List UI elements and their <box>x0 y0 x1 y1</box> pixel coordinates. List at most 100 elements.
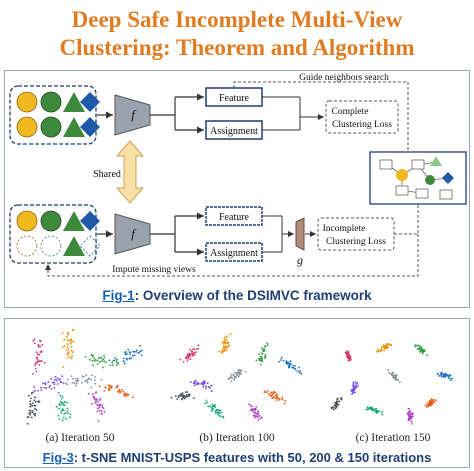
tsne-point <box>424 404 427 406</box>
incomplete-loss-line1: Incomplete <box>323 224 366 234</box>
tsne-point <box>69 356 71 359</box>
graph-node-icon <box>425 175 435 185</box>
tsne-point <box>108 386 111 388</box>
tsne-point <box>65 417 67 420</box>
tsne-point <box>260 416 263 419</box>
tsne-point <box>132 354 134 357</box>
tsne-point <box>86 381 89 384</box>
tsne-point <box>224 336 226 339</box>
tsne-point <box>193 351 195 354</box>
tsne-point <box>249 404 252 407</box>
tsne-point <box>266 344 269 347</box>
tsne-point <box>125 357 128 360</box>
tsne-point <box>34 362 37 365</box>
tsne-point <box>60 397 63 400</box>
tsne-point <box>428 402 431 405</box>
tsne-point <box>221 352 223 354</box>
tsne-point <box>67 343 69 345</box>
tsne-point <box>271 394 273 397</box>
tsne-point <box>34 364 37 367</box>
subcaption-c: (c) Iteration 150 <box>355 432 431 444</box>
tsne-point <box>248 403 250 406</box>
tsne-point <box>289 360 292 363</box>
tsne-point <box>374 410 377 413</box>
tsne-point <box>66 383 68 386</box>
tsne-point <box>230 380 233 383</box>
tsne-point <box>195 348 198 350</box>
tsne-point <box>67 378 69 381</box>
tsne-point <box>50 378 53 380</box>
tsne-point <box>90 378 92 381</box>
tsne-point <box>257 414 260 416</box>
tsne-point <box>35 370 38 373</box>
tsne-point <box>81 375 84 377</box>
tsne-point <box>62 382 65 385</box>
tsne-point <box>76 377 79 380</box>
tsne-point <box>354 381 357 383</box>
tsne-point <box>407 419 410 422</box>
tsne-point <box>262 348 264 351</box>
tsne-point <box>97 420 100 423</box>
tsne-point <box>66 407 69 410</box>
tsne-point <box>189 358 192 361</box>
tsne-point <box>254 407 257 410</box>
tsne-point <box>32 410 34 412</box>
tsne-point <box>227 343 230 345</box>
tsne-point <box>93 360 96 362</box>
tsne-point <box>184 391 187 393</box>
tsne-point <box>255 406 258 408</box>
tsne-point <box>181 392 184 395</box>
tsne-point <box>105 361 107 364</box>
tsne-point <box>182 361 185 363</box>
subcaption-b: (b) Iteration 100 <box>199 432 275 444</box>
tsne-point <box>94 376 96 378</box>
tsne-point <box>381 346 383 349</box>
tsne-point <box>249 409 252 412</box>
tsne-point <box>261 347 263 350</box>
tsne-point <box>108 359 111 362</box>
tsne-point <box>88 358 91 361</box>
tsne-point <box>186 353 189 356</box>
tsne-point <box>75 382 78 385</box>
tsne-point <box>337 404 340 406</box>
tsne-point <box>253 408 256 411</box>
tsne-point <box>91 355 94 358</box>
tsne-point <box>185 396 188 398</box>
graph-node-icon <box>396 169 408 181</box>
tsne-point <box>43 386 46 389</box>
tsne-point <box>135 351 137 353</box>
missing-circle-icon <box>16 235 38 257</box>
tsne-point <box>127 348 130 351</box>
tsne-point <box>260 352 263 355</box>
tsne-point <box>39 360 42 363</box>
tsne-point <box>392 376 395 379</box>
tsne-point <box>228 344 230 347</box>
graph-node-icon <box>439 189 453 200</box>
tsne-point <box>217 414 220 416</box>
tsne-point <box>29 400 32 403</box>
tsne-point <box>397 378 400 381</box>
tsne-point <box>74 377 77 380</box>
tsne-point <box>237 371 240 374</box>
tsne-point <box>37 389 39 392</box>
tsne-point <box>300 372 303 375</box>
tsne-point <box>352 389 355 392</box>
tsne-point <box>53 386 56 389</box>
tsne-point <box>192 397 195 399</box>
tsne-point <box>410 422 413 425</box>
tsne-point <box>70 357 73 360</box>
tsne-point <box>176 398 179 400</box>
tsne-point <box>438 375 441 377</box>
tsne-point <box>109 384 111 387</box>
tsne-point <box>95 391 97 394</box>
tsne-point <box>92 393 94 395</box>
tsne-point <box>223 350 225 353</box>
tsne-point <box>32 402 34 404</box>
tsne-point <box>54 375 57 378</box>
tsne-point <box>230 373 233 376</box>
tsne-point <box>414 344 417 346</box>
tsne-point <box>214 410 217 413</box>
tsne-point <box>440 372 442 375</box>
tsne-point <box>251 408 253 411</box>
tsne-point <box>67 333 70 336</box>
